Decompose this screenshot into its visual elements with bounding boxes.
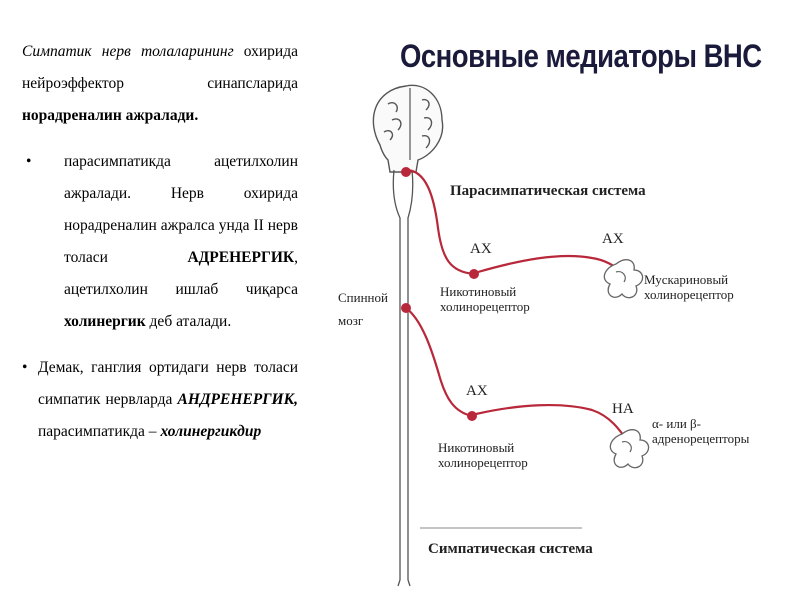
label-line: Никотиновый [440, 284, 517, 299]
text-parasympathetic-dash: парасимпатикда – [38, 423, 157, 440]
label-nicotinic-top: Никотиновый холинорецептор [440, 284, 530, 314]
text-noradrenaline: норадреналин ажралади. [22, 107, 199, 124]
paragraph-sympathetic: Симпатик нерв толаларининг охирида нейро… [22, 36, 298, 132]
receptor-top-icon [603, 259, 644, 299]
sympathetic-preganglionic-fiber [405, 307, 473, 418]
text-cholinergic-final: холинергикдир [160, 423, 262, 440]
sympathetic-postganglionic-fiber [475, 404, 629, 443]
label-parasympathetic: Парасимпатическая система [450, 183, 646, 199]
parasympathetic-postganglionic-fiber [477, 254, 623, 274]
text-adrenergic: АДРЕНЕРГИК [187, 249, 295, 266]
paragraph-summary: • Демак, ганглия ортидаги нерв толаси си… [22, 352, 298, 448]
label-ax-top-right: АХ [602, 231, 624, 247]
text-andrenergic: АНДРЕНЕРГИК, [177, 391, 299, 408]
text-synapse: охирида нейроэффектор синапсларида [22, 43, 298, 92]
label-line: холинорецептор [644, 287, 734, 302]
parasympathetic-preganglionic-fiber [405, 168, 475, 276]
label-nicotinic-bottom: Никотиновый холинорецептор [438, 440, 528, 470]
label-sympathetic: Симпатическая система [428, 541, 593, 557]
label-line: адренорецепторы [652, 431, 750, 446]
text-ganglion: Демак, ганглия ортидаги нерв толаси симп… [38, 359, 298, 408]
label-spinal-cord: Спинной мозг [338, 290, 388, 328]
receptor-bottom-icon [609, 429, 650, 469]
text-acetylcholine: парасимпатикда ацетилхолин ажралади. Нер… [64, 153, 298, 266]
label-line: Никотиновый [438, 440, 515, 455]
ganglion-bottom [467, 411, 477, 421]
brainstem-nucleus [401, 167, 411, 177]
text-sympathetic-nerve: Симпатик нерв толаларининг [22, 43, 234, 60]
diagram-drawing [372, 84, 650, 587]
text-called: деб аталади. [149, 313, 232, 330]
label-na-bottom-right: НА [612, 401, 634, 417]
ans-mediators-diagram: Основные медиаторы ВНС [330, 20, 790, 595]
label-muscarinic: Мускариновый холинорецептор [644, 272, 734, 302]
label-ax-bottom-left: АХ [466, 383, 488, 399]
brain-icon [372, 84, 444, 173]
label-line: Мускариновый [644, 272, 729, 287]
label-line: холинорецептор [438, 455, 528, 470]
spinal-cord [392, 169, 414, 587]
spinal-neuron [401, 303, 411, 313]
text-acetylcholine-produce: , ацетилхолин ишлаб чиқарса [64, 249, 298, 298]
label-ax-top-left: АХ [470, 241, 492, 257]
ganglion-top [469, 269, 479, 279]
label-line: мозг [338, 313, 364, 328]
label-adrenoreceptors: α- или β- адренорецепторы [652, 416, 749, 446]
label-line: холинорецептор [440, 299, 530, 314]
bullet-icon: • [22, 359, 28, 376]
diagram-title: Основные медиаторы ВНС [400, 38, 762, 74]
explanation-text: Симпатик нерв толаларининг охирида нейро… [22, 36, 298, 462]
label-line: α- или β- [652, 416, 701, 431]
label-line: Спинной [338, 290, 388, 305]
bullet-icon: • [26, 153, 32, 170]
paragraph-parasympathetic: • парасимпатикда ацетилхолин ажралади. Н… [22, 146, 298, 338]
text-cholinergic: холинергик [64, 313, 146, 330]
